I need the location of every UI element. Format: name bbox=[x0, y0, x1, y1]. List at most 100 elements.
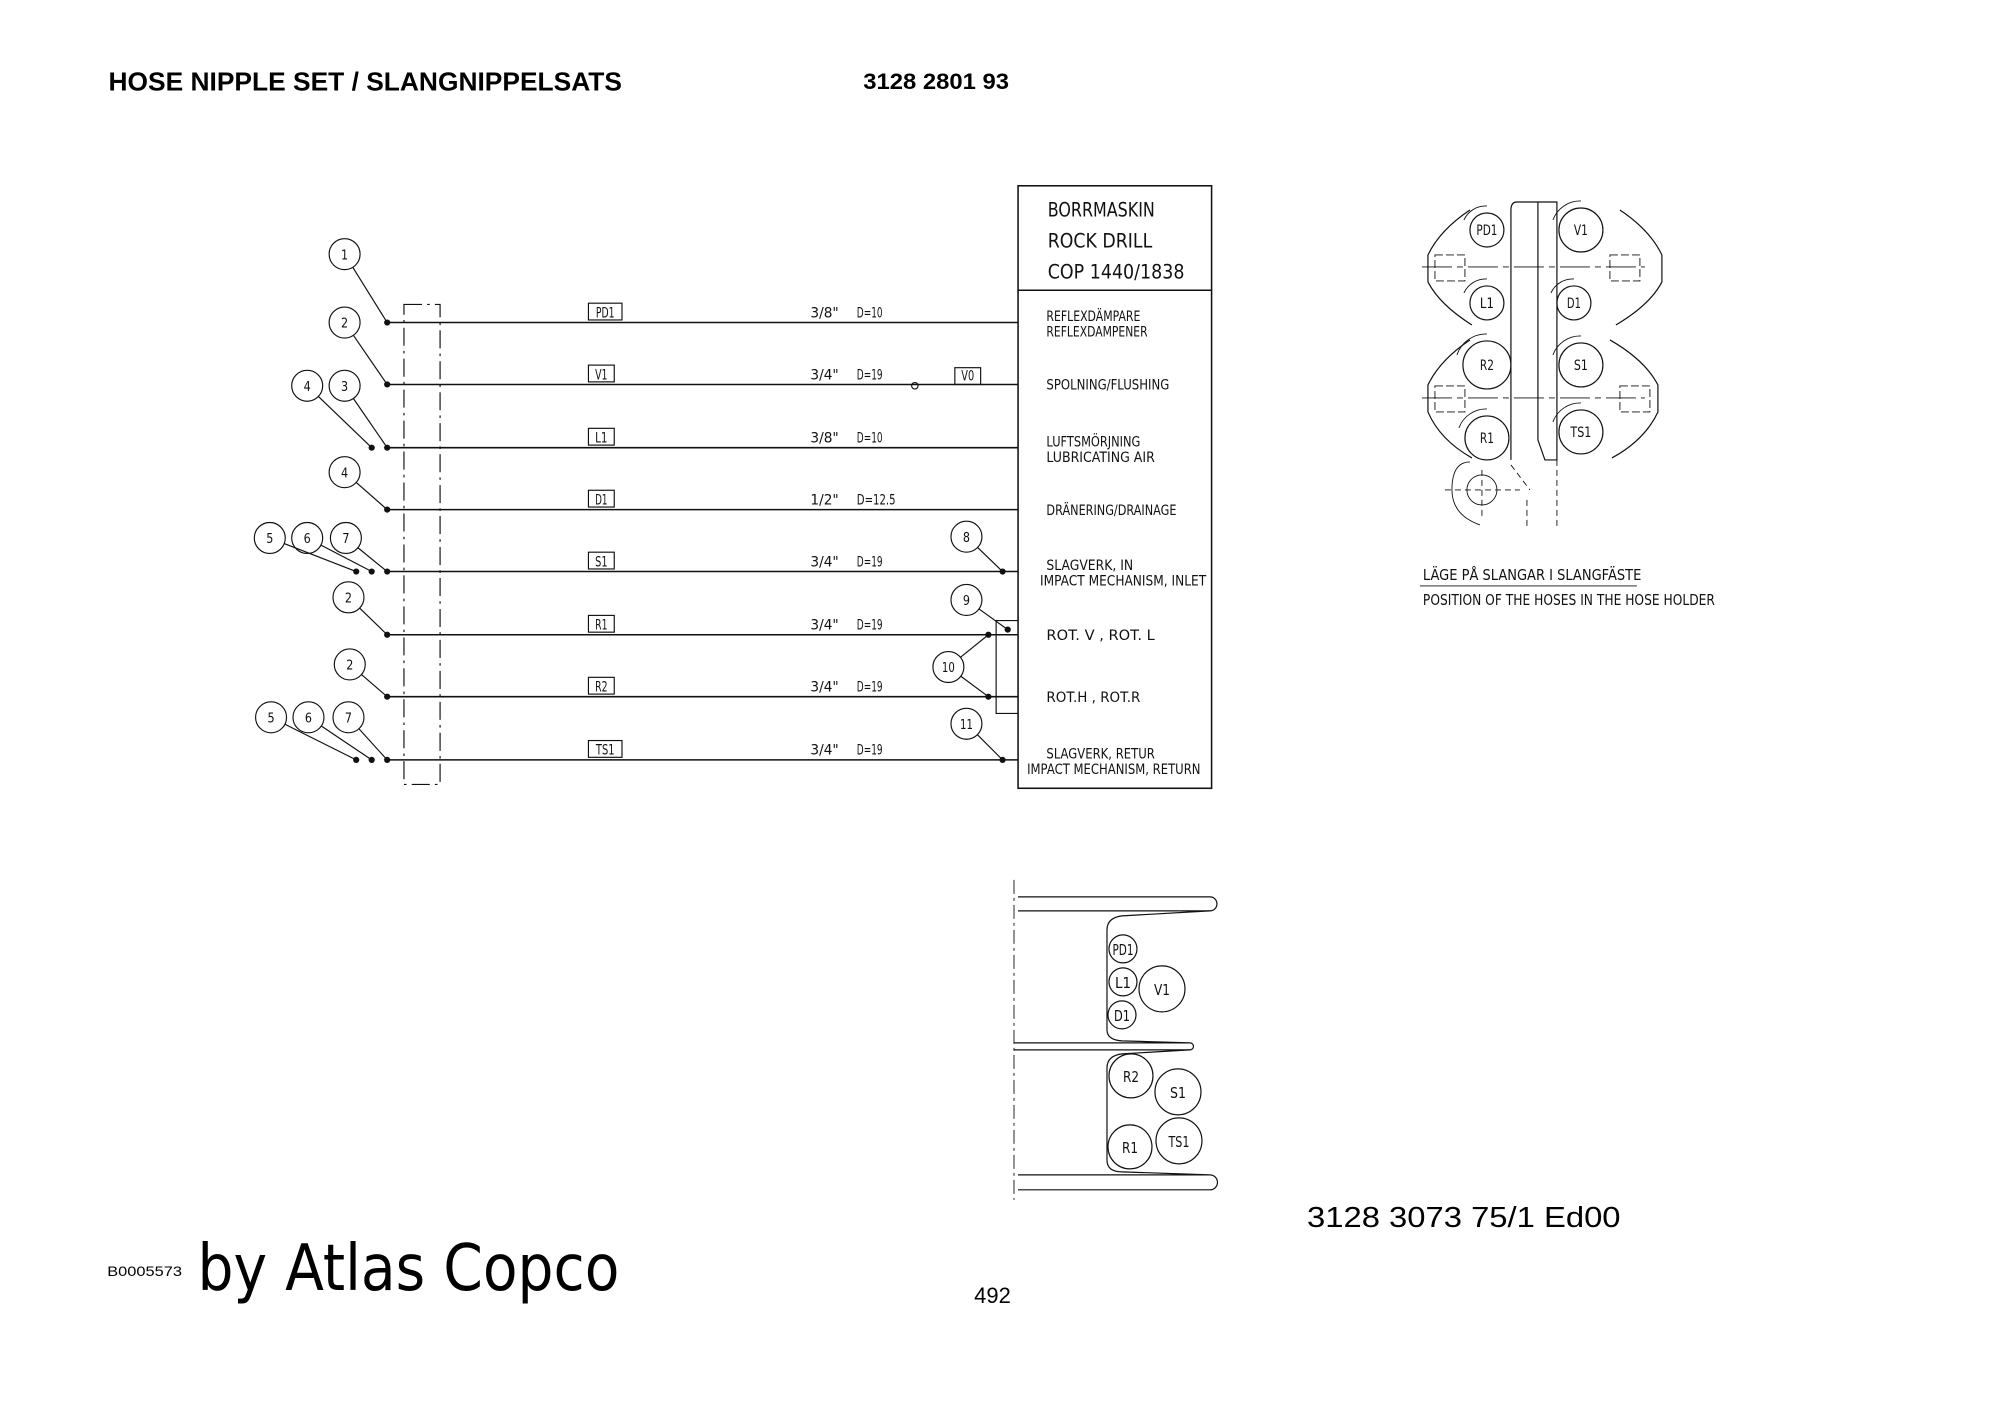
connection-dot bbox=[368, 568, 375, 575]
connection-dot bbox=[384, 381, 391, 388]
hose-size: 3/4" bbox=[810, 554, 838, 570]
hose-label: D1 bbox=[595, 492, 607, 508]
connection-dot bbox=[384, 444, 391, 451]
hose-description: SLAGVERK, IN bbox=[1046, 558, 1133, 574]
hose-pd1 bbox=[1108, 934, 1138, 964]
callout-number: 3 bbox=[341, 380, 348, 395]
connection-dot bbox=[353, 756, 360, 763]
leader-line bbox=[976, 734, 1003, 761]
hose-label: V0 bbox=[961, 369, 974, 385]
callout-11: 11 bbox=[950, 707, 1006, 763]
callout-circle bbox=[291, 521, 324, 555]
hose-d1 bbox=[1107, 1000, 1137, 1030]
callout-circle bbox=[950, 583, 983, 616]
connection-dot bbox=[368, 756, 375, 763]
leader-line bbox=[317, 396, 373, 449]
leader-line bbox=[359, 607, 388, 636]
hose-v1 bbox=[1138, 965, 1186, 1013]
hose-label-box bbox=[954, 367, 982, 386]
hose-label: L1 bbox=[595, 431, 607, 447]
hose-v1 bbox=[1558, 207, 1604, 253]
hose-ts1 bbox=[1558, 409, 1604, 455]
hose-label: L1 bbox=[1480, 296, 1494, 312]
connection-dot bbox=[384, 319, 391, 326]
clamp-arc bbox=[1552, 200, 1581, 221]
leader-line bbox=[977, 547, 1003, 572]
hose-label-box bbox=[587, 302, 623, 321]
holder-plate bbox=[1510, 201, 1558, 461]
leader-line bbox=[960, 675, 989, 698]
callout-circle bbox=[332, 701, 365, 734]
callout-9: 9 bbox=[950, 583, 1011, 633]
hidden-lines bbox=[1444, 459, 1558, 530]
callout-circle bbox=[291, 369, 324, 402]
hose-description: LUFTSMÖRJNING bbox=[1046, 432, 1140, 450]
callout-number: 6 bbox=[304, 532, 311, 547]
callout-2: 2 bbox=[332, 581, 391, 638]
hose-description: REFLEXDÄMPARE bbox=[1046, 307, 1140, 325]
clamp-body bbox=[1427, 339, 1659, 459]
box-title-line: COP 1440/1838 bbox=[1048, 261, 1185, 284]
callout-circle bbox=[329, 521, 362, 555]
bolt-icon bbox=[1609, 254, 1641, 282]
hose-r1 bbox=[1107, 1124, 1153, 1170]
callout-circle bbox=[950, 520, 983, 553]
rotation-bracket bbox=[995, 619, 1019, 715]
callout-4: 4 bbox=[328, 456, 391, 513]
callout-circle bbox=[333, 648, 366, 681]
hose-ts1 bbox=[1155, 1117, 1203, 1165]
mount-outline bbox=[1451, 461, 1481, 526]
leader-line bbox=[352, 398, 388, 449]
hose-description: ROT. V , ROT. L bbox=[1046, 628, 1154, 644]
hose-label: TS1 bbox=[1570, 425, 1592, 441]
leader-line bbox=[978, 608, 1009, 631]
hose-label-box bbox=[587, 614, 615, 633]
page-number: 492 bbox=[974, 1283, 1011, 1308]
clamp-arc bbox=[1463, 205, 1487, 221]
hose-size: 3/8" bbox=[810, 431, 838, 447]
hose-label: R1 bbox=[595, 618, 607, 634]
hose-d1 bbox=[1556, 285, 1592, 321]
callout-8: 8 bbox=[950, 520, 1006, 575]
hose-label: PD1 bbox=[1476, 223, 1497, 239]
hose-label: V1 bbox=[1574, 223, 1588, 239]
connection-dot bbox=[384, 631, 391, 638]
bolt-icon bbox=[1434, 254, 1466, 282]
callout-circle bbox=[292, 701, 325, 734]
hose-diameter: D=12.5 bbox=[857, 492, 896, 508]
hose-r2 bbox=[1108, 1053, 1154, 1099]
page-title: HOSE NIPPLE SET / SLANGNIPPELSATS bbox=[109, 68, 622, 96]
hose-label: PD1 bbox=[596, 305, 615, 321]
drawing-number: 3128 3073 75/1 Ed00 bbox=[1307, 1202, 1621, 1234]
callout-number: 2 bbox=[346, 659, 353, 674]
hose-description: SPOLNING/FLUSHING bbox=[1046, 378, 1169, 394]
callout-number: 1 bbox=[341, 248, 348, 263]
callout-7: 7 bbox=[329, 521, 391, 575]
callout-circle bbox=[328, 306, 361, 339]
hose-size: 3/4" bbox=[810, 618, 838, 634]
hose-label: R2 bbox=[1123, 1068, 1139, 1086]
callout-3: 3 bbox=[328, 369, 391, 451]
hose-label: TS1 bbox=[595, 743, 614, 759]
hose-diameter: D=19 bbox=[857, 554, 883, 570]
hose-diameter: D=19 bbox=[857, 743, 883, 759]
connection-dot bbox=[368, 444, 375, 451]
bolt-icon bbox=[1434, 385, 1466, 413]
hose-s1 bbox=[1154, 1068, 1202, 1116]
clamp-arc bbox=[1463, 278, 1487, 294]
callout-number: 5 bbox=[268, 711, 275, 726]
callout-circle bbox=[253, 521, 286, 555]
clamp-lower bbox=[1017, 1049, 1218, 1191]
hose-l1 bbox=[1108, 967, 1138, 997]
connection-dot bbox=[353, 568, 360, 575]
document-code: B0005573 bbox=[107, 1264, 182, 1280]
hose-l1 bbox=[1469, 285, 1505, 321]
clamp-body bbox=[1427, 209, 1663, 326]
